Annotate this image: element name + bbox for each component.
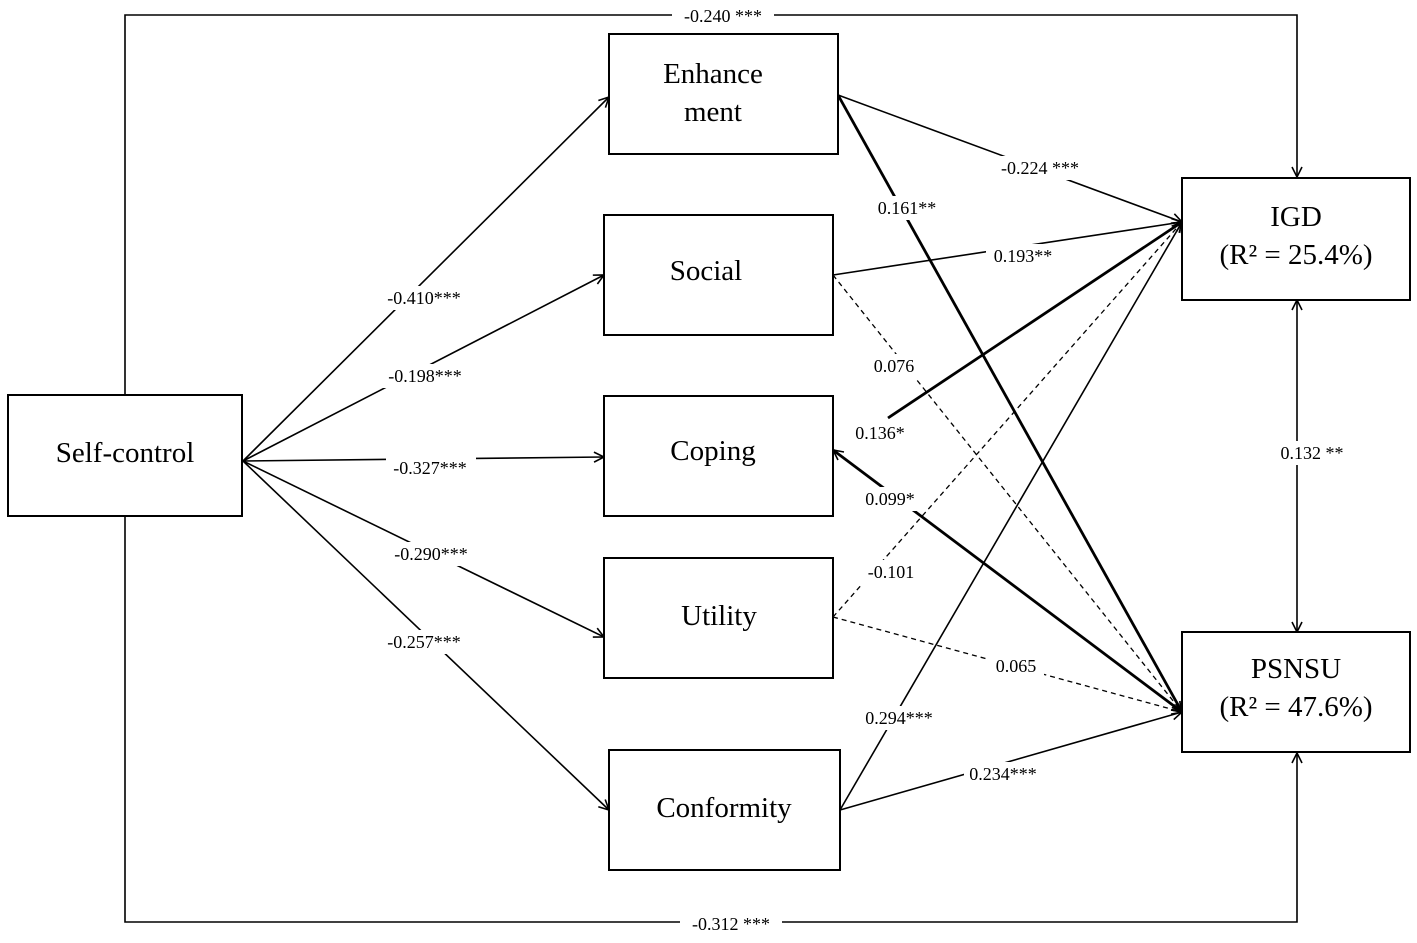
node-psnsu-label-1: PSNSU — [1251, 653, 1341, 685]
edge-enhancement-psnsu — [836, 94, 1184, 712]
label-utility-psnsu: 0.065 — [996, 656, 1037, 676]
node-utility: Utility — [603, 557, 834, 679]
edge-selfcontrol-enhancement — [242, 97, 609, 462]
node-psnsu: PSNSU (R² = 47.6%) — [1181, 631, 1411, 753]
label-social-psnsu: 0.076 — [874, 356, 915, 376]
node-self-control-label: Self-control — [56, 437, 195, 469]
node-social-label: Social — [670, 255, 743, 287]
node-enhancement-label-2: ment — [684, 96, 742, 128]
label-selfcontrol-igd: -0.240 *** — [684, 6, 762, 26]
node-enhancement-label-1: Enhance — [663, 58, 763, 90]
label-enhancement-psnsu: 0.161** — [878, 198, 937, 218]
node-utility-label: Utility — [681, 600, 757, 632]
node-psnsu-label-2: (R² = 47.6%) — [1219, 691, 1372, 723]
edge-utility-igd — [832, 222, 1182, 618]
label-coping-psnsu: 0.099* — [865, 489, 915, 509]
node-igd: IGD (R² = 25.4%) — [1181, 177, 1411, 301]
node-igd-label-2: (R² = 25.4%) — [1219, 239, 1372, 271]
label-igd-psnsu: 0.132 ** — [1281, 443, 1344, 463]
label-conformity-psnsu: 0.234*** — [969, 764, 1037, 784]
label-conformity-igd: 0.294*** — [865, 708, 933, 728]
label-selfcontrol-coping: -0.327*** — [393, 458, 467, 478]
edge-conformity-psnsu — [839, 712, 1182, 811]
label-selfcontrol-social: -0.198*** — [388, 366, 462, 386]
label-social-igd: 0.193** — [994, 246, 1053, 266]
node-social: Social — [603, 214, 834, 336]
node-enhancement: Enhance ment — [608, 33, 839, 155]
edge-coping-igd — [887, 220, 1182, 420]
label-selfcontrol-utility: -0.290*** — [394, 544, 468, 564]
node-coping: Coping — [603, 395, 834, 517]
node-conformity: Conformity — [608, 749, 841, 871]
label-selfcontrol-psnsu: -0.312 *** — [692, 914, 770, 934]
node-igd-label-1: IGD — [1270, 201, 1322, 233]
label-selfcontrol-conformity: -0.257*** — [387, 632, 461, 652]
node-self-control: Self-control — [7, 394, 243, 517]
label-coping-igd: 0.136* — [855, 423, 905, 443]
label-selfcontrol-enhancement: -0.410*** — [387, 288, 461, 308]
label-utility-igd: -0.101 — [868, 562, 915, 582]
label-enhancement-igd: -0.224 *** — [1001, 158, 1079, 178]
node-coping-label: Coping — [670, 435, 755, 467]
node-conformity-label: Conformity — [656, 792, 792, 824]
